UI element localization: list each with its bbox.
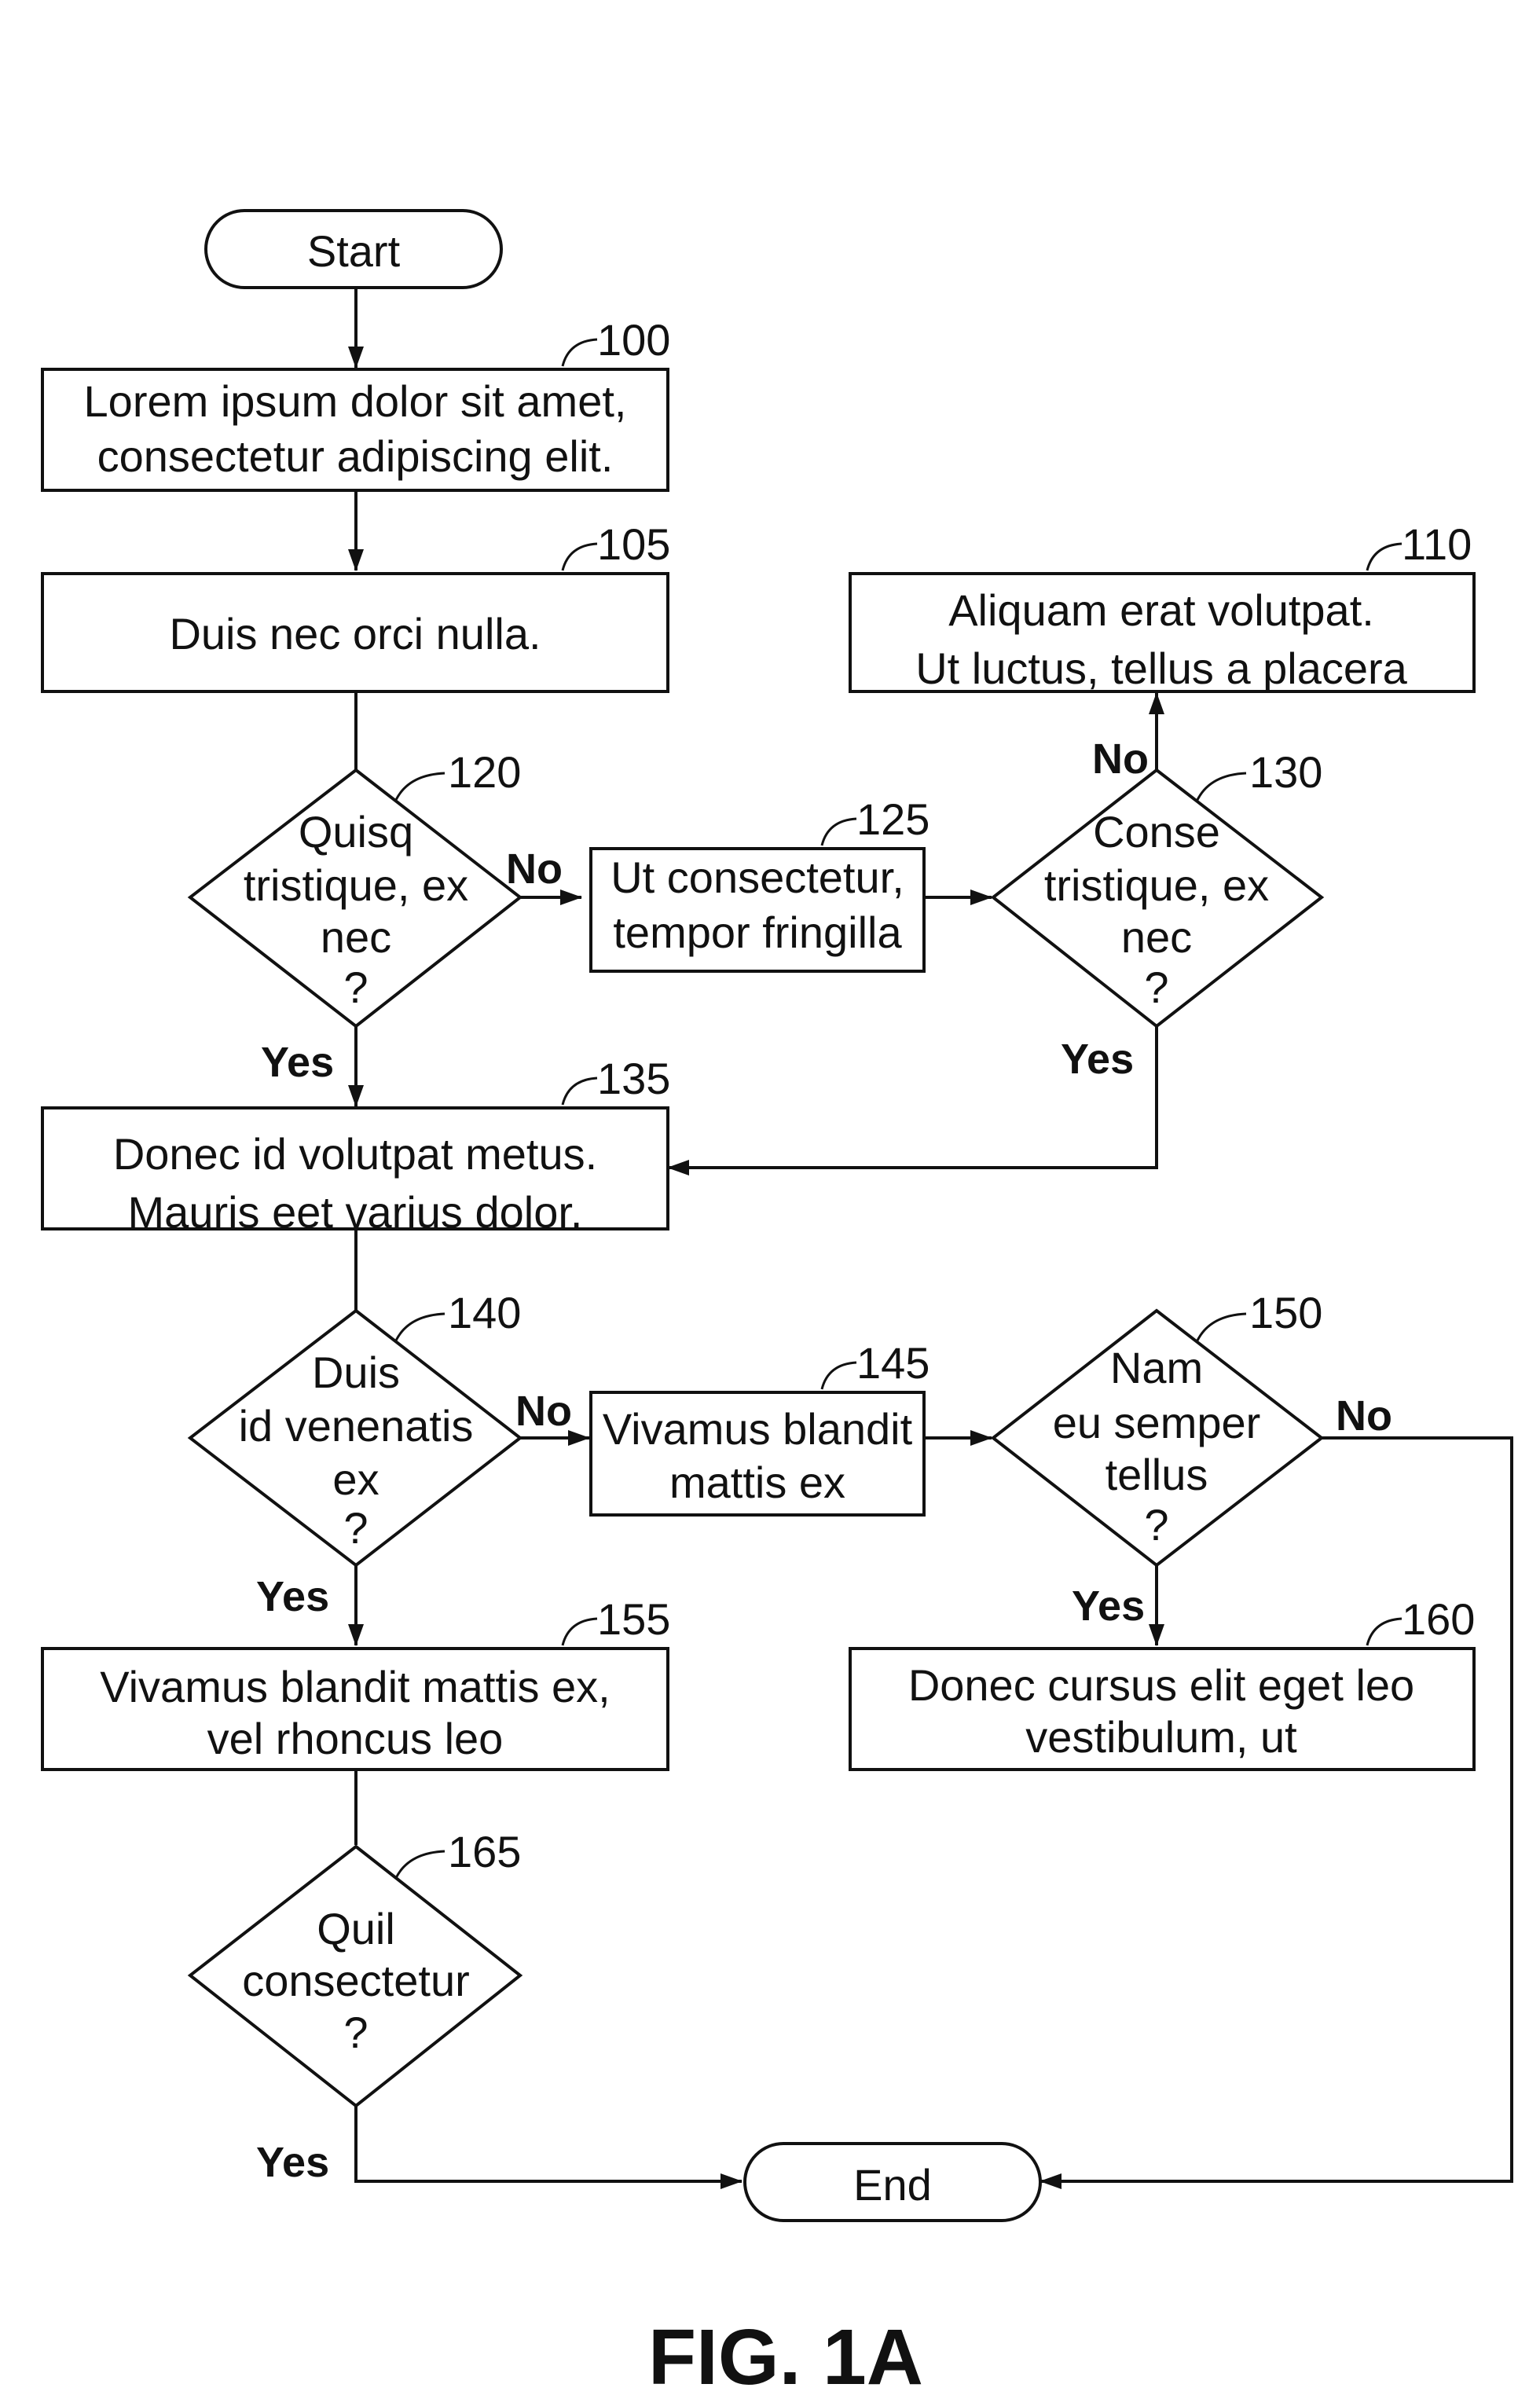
branch-150-no: No bbox=[1336, 1392, 1392, 1440]
ref-125-leader bbox=[820, 817, 857, 846]
branch-140-yes: Yes bbox=[256, 1573, 329, 1620]
arrow-165-yes-to-end bbox=[354, 2106, 742, 2189]
decision-120-line-4: ? bbox=[343, 963, 368, 1012]
step-100-line-1: Lorem ipsum dolor sit amet, bbox=[84, 376, 627, 426]
decision-130-line-3: nec bbox=[1121, 912, 1192, 962]
ref-110: 110 bbox=[1402, 519, 1472, 569]
step-125-box: Ut consectetur, tempor fringilla 125 bbox=[589, 794, 930, 973]
step-160-line-1: Donec cursus elit eget leo bbox=[908, 1660, 1414, 1710]
ref-105: 105 bbox=[597, 519, 670, 569]
decision-120: Quisq tristique, ex nec ? 120 bbox=[187, 747, 523, 1029]
ref-130: 130 bbox=[1249, 747, 1322, 797]
decision-150: Nam eu semper tellus ? 150 bbox=[990, 1288, 1325, 1568]
start-label: Start bbox=[307, 226, 401, 276]
decision-150-line-2: eu semper bbox=[1053, 1398, 1261, 1447]
figure-label: FIG. 1A bbox=[648, 2313, 923, 2401]
decision-140-line-2: id venenatis bbox=[239, 1401, 474, 1451]
ref-100-leader bbox=[561, 338, 598, 367]
branch-120-no: No bbox=[506, 845, 563, 893]
arrow-130-yes-to-135 bbox=[667, 1026, 1158, 1175]
arrow-150-no-to-end bbox=[1040, 1436, 1513, 2189]
ref-100: 100 bbox=[597, 315, 670, 365]
decision-165-line-1: Quil bbox=[317, 1904, 395, 1953]
step-145-line-2: mattis ex bbox=[669, 1458, 845, 1507]
branch-labels: No Yes No Yes No Yes No Yes Yes bbox=[256, 735, 1392, 2186]
step-135-box: Donec id volutpat metus. Mauris eet vari… bbox=[41, 1054, 670, 1237]
ref-145: 145 bbox=[856, 1338, 930, 1388]
decision-140-line-4: ? bbox=[343, 1503, 368, 1553]
branch-140-no: No bbox=[515, 1388, 572, 1435]
decision-165-line-2: consectetur bbox=[242, 1956, 470, 2005]
decision-130-line-2: tristique, ex bbox=[1044, 860, 1269, 910]
step-105-box: Duis nec orci nulla. 105 bbox=[41, 519, 670, 693]
step-160-box: Donec cursus elit eget leo vestibulum, u… bbox=[849, 1594, 1476, 1771]
ref-140-leader bbox=[394, 1312, 446, 1341]
connectors bbox=[348, 289, 1513, 2189]
ref-155: 155 bbox=[597, 1594, 670, 1644]
ref-105-leader bbox=[561, 542, 598, 571]
end-terminal: End bbox=[743, 2142, 1042, 2222]
step-125-line-1: Ut consectetur, bbox=[610, 853, 904, 902]
step-155-line-2: vel rhoncus leo bbox=[207, 1714, 504, 1763]
decision-130: Conse tristique, ex nec ? 130 bbox=[990, 747, 1325, 1029]
start-terminal: Start bbox=[204, 209, 503, 289]
step-125-line-2: tempor fringilla bbox=[613, 908, 902, 957]
step-135-line-2: Mauris eet varius dolor. bbox=[128, 1187, 583, 1237]
branch-165-yes: Yes bbox=[256, 2139, 329, 2186]
ref-160-leader bbox=[1366, 1617, 1402, 1646]
decision-150-line-1: Nam bbox=[1110, 1343, 1203, 1392]
step-145-box: Vivamus blandit mattis ex 145 bbox=[589, 1338, 930, 1517]
step-110-line-2: Ut luctus, tellus a placera bbox=[915, 644, 1407, 693]
ref-150-leader bbox=[1196, 1312, 1247, 1341]
step-110-line-1: Aliquam erat volutpat. bbox=[948, 585, 1374, 635]
step-155-box: Vivamus blandit mattis ex, vel rhoncus l… bbox=[41, 1594, 670, 1771]
decision-165-line-3: ? bbox=[343, 2008, 368, 2057]
decision-150-line-4: ? bbox=[1144, 1500, 1168, 1550]
decision-140-line-3: ex bbox=[332, 1454, 379, 1504]
ref-145-leader bbox=[820, 1361, 857, 1390]
ref-140: 140 bbox=[448, 1288, 521, 1337]
end-label: End bbox=[853, 2160, 932, 2210]
decision-140: Duis id venenatis ex ? 140 bbox=[187, 1288, 523, 1568]
decision-120-line-2: tristique, ex bbox=[244, 860, 468, 910]
step-155-line-1: Vivamus blandit mattis ex, bbox=[100, 1662, 610, 1711]
branch-150-yes: Yes bbox=[1072, 1583, 1145, 1630]
ref-150: 150 bbox=[1249, 1288, 1322, 1337]
ref-110-leader bbox=[1366, 542, 1402, 571]
ref-165-leader bbox=[394, 1850, 446, 1879]
decision-120-line-1: Quisq bbox=[299, 807, 413, 856]
decision-140-line-1: Duis bbox=[312, 1348, 400, 1397]
step-160-line-2: vestibulum, ut bbox=[1025, 1712, 1297, 1762]
ref-125: 125 bbox=[856, 794, 930, 844]
decision-120-line-3: nec bbox=[321, 912, 391, 962]
step-100-line-2: consectetur adipiscing elit. bbox=[97, 431, 614, 481]
ref-155-leader bbox=[561, 1617, 598, 1646]
step-135-line-1: Donec id volutpat metus. bbox=[113, 1129, 597, 1179]
decision-150-line-3: tellus bbox=[1106, 1450, 1208, 1499]
branch-130-no: No bbox=[1092, 735, 1149, 783]
decision-130-line-4: ? bbox=[1144, 963, 1168, 1012]
step-110-box: Aliquam erat volutpat. Ut luctus, tellus… bbox=[849, 519, 1476, 693]
ref-135-leader bbox=[561, 1076, 598, 1106]
ref-120: 120 bbox=[448, 747, 521, 797]
ref-130-leader bbox=[1196, 772, 1247, 801]
branch-130-yes: Yes bbox=[1061, 1036, 1134, 1083]
step-100-box: Lorem ipsum dolor sit amet, consectetur … bbox=[41, 315, 670, 492]
decision-130-line-1: Conse bbox=[1093, 807, 1220, 856]
ref-135: 135 bbox=[597, 1054, 670, 1103]
step-105-line-1: Duis nec orci nulla. bbox=[169, 609, 541, 658]
branch-120-yes: Yes bbox=[261, 1039, 334, 1086]
ref-120-leader bbox=[394, 772, 446, 801]
step-145-line-1: Vivamus blandit bbox=[603, 1404, 913, 1454]
decision-165: Quil consectetur ? 165 bbox=[187, 1827, 523, 2108]
ref-165: 165 bbox=[448, 1827, 521, 1876]
ref-160: 160 bbox=[1402, 1594, 1475, 1644]
